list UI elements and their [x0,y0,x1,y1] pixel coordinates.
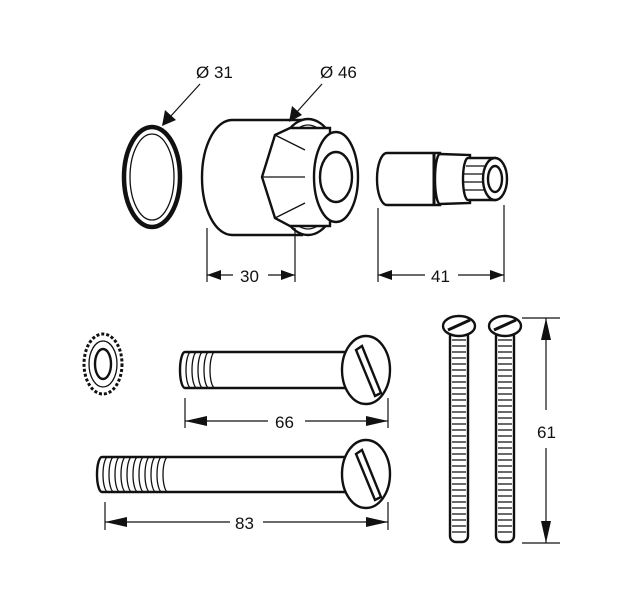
cap-length-dimension [206,228,296,282]
cap-diameter-label: Ø 46 [320,63,357,82]
lock-washer [82,332,124,396]
spindle-extension [375,151,509,207]
o-ring-diameter-label: Ø 31 [196,63,233,82]
short-bolt-dimension [184,398,389,428]
screw-length-dimension [522,317,560,544]
spindle-length-label: 41 [431,267,450,286]
cap-leader-arrow [289,83,323,122]
cap-length-label: 30 [240,267,259,286]
long-bolt-length-label: 83 [235,514,254,533]
spindle-length-dimension [377,205,505,282]
mounting-screw-2 [487,314,523,544]
short-bolt [178,334,392,406]
long-bolt [95,438,392,510]
cap-nut [200,117,360,237]
screw-length-label: 61 [537,423,556,442]
short-bolt-length-label: 66 [275,413,294,432]
o-ring [121,124,183,230]
o-ring-leader-arrow [162,83,201,126]
long-bolt-dimension [104,502,389,530]
mounting-screw-1 [441,314,477,544]
